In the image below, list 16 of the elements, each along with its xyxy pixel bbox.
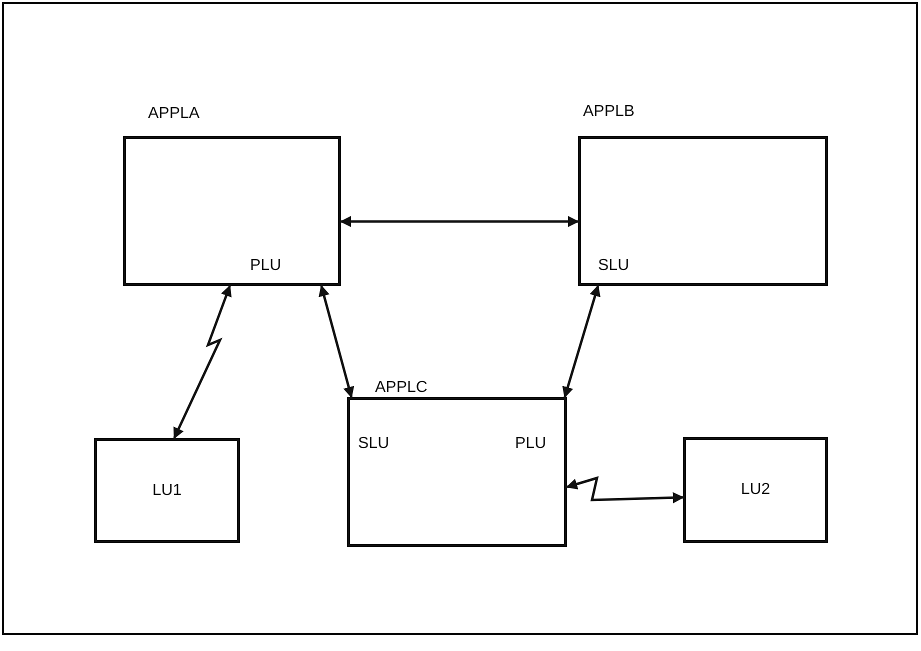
arrow: [173, 284, 232, 440]
box-heading: APPLA: [148, 105, 200, 123]
arrow: [318, 284, 354, 398]
process-box: [94, 438, 240, 543]
box-label: PLU: [250, 257, 282, 275]
box-heading: APPLB: [583, 103, 635, 121]
box-label: SLU: [598, 257, 630, 275]
box-heading: APPLC: [375, 379, 428, 397]
box-label: LU1: [152, 482, 182, 500]
box-label: LU2: [740, 481, 770, 499]
arrow: [562, 284, 600, 398]
box-label: PLU: [515, 435, 546, 453]
arrow: [566, 476, 684, 504]
process-box: [683, 437, 828, 543]
box-label: SLU: [358, 435, 390, 453]
arrow: [340, 216, 580, 228]
